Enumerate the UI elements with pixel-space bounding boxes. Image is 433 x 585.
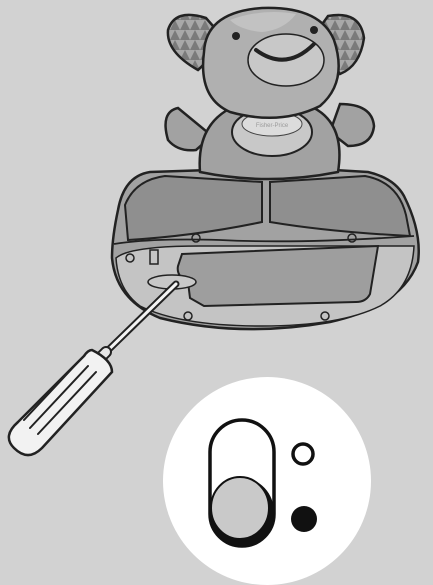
toy-eye-right [310,26,318,34]
puppy-toy-icon: Fisher-Price [112,8,419,329]
screwdriver-icon [9,284,176,455]
toy-eye-left [232,32,240,40]
battery-door [178,246,378,306]
on-dot-icon [291,506,317,532]
switch-knob [211,477,269,539]
off-circle-icon [293,444,313,464]
toy-logo-text: Fisher-Price [256,123,289,129]
switch-callout [163,377,371,585]
power-switch-icon [210,420,274,546]
